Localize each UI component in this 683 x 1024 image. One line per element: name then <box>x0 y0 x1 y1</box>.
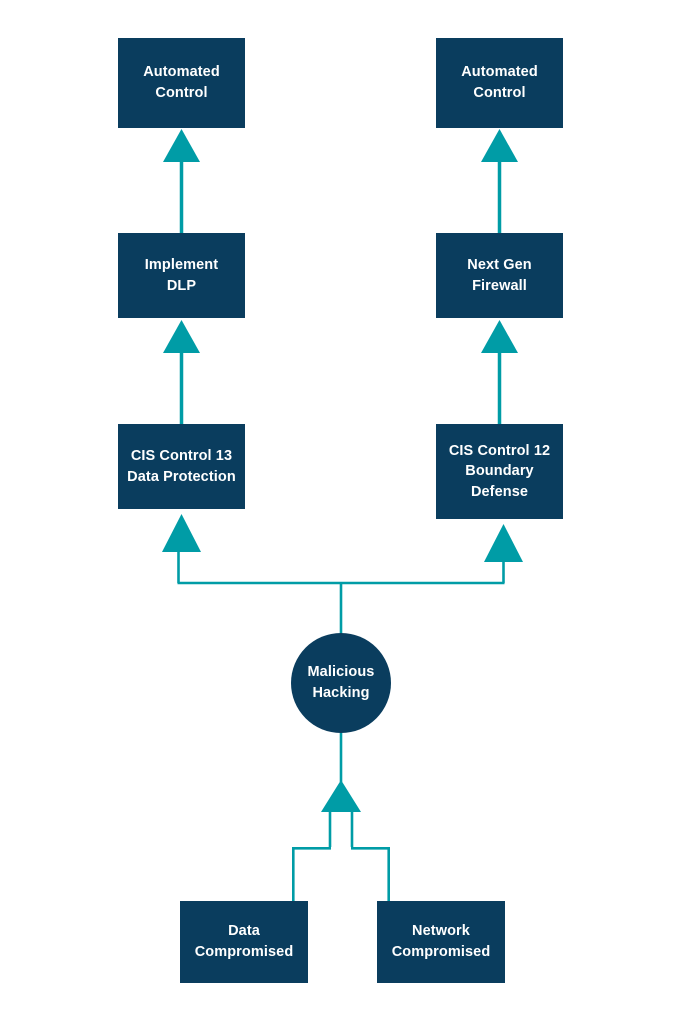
node-label: CIS Control 12 Boundary Defense <box>448 442 551 500</box>
node-label: Malicious Hacking <box>307 664 375 701</box>
node-automated-control-right[interactable]: Automated Control <box>436 38 563 128</box>
edge-cis13-to-dlp <box>163 320 200 424</box>
edge-hacking-to-controls <box>162 514 523 633</box>
node-cis-control-13[interactable]: CIS Control 13 Data Protection <box>118 424 245 509</box>
node-automated-control-left[interactable]: Automated Control <box>118 38 245 128</box>
edge-compromised-to-hacking <box>291 733 391 901</box>
node-network-compromised[interactable]: Network Compromised <box>377 901 505 983</box>
node-label: Data Compromised <box>194 923 294 960</box>
node-label: Automated Control <box>461 64 538 101</box>
node-label: CIS Control 13 Data Protection <box>127 447 236 485</box>
node-next-gen-firewall[interactable]: Next Gen Firewall <box>436 233 563 318</box>
edge-dlp-to-automated-left <box>163 129 200 233</box>
node-data-compromised[interactable]: Data Compromised <box>180 901 308 983</box>
node-malicious-hacking[interactable]: Malicious Hacking <box>291 633 391 733</box>
node-label: Implement DLP <box>144 256 219 294</box>
edge-cis12-to-firewall <box>481 320 518 424</box>
node-label: Next Gen Firewall <box>467 256 532 294</box>
node-label: Automated Control <box>143 64 220 101</box>
node-cis-control-12[interactable]: CIS Control 12 Boundary Defense <box>436 424 563 519</box>
node-label: Network Compromised <box>391 923 491 960</box>
edge-firewall-to-automated-right <box>481 129 518 233</box>
node-implement-dlp[interactable]: Implement DLP <box>118 233 245 318</box>
